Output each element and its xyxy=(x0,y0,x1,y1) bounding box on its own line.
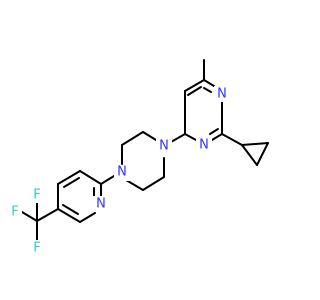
bond-pyr-c4-c3 xyxy=(57,170,81,185)
bond-pip-5 xyxy=(142,176,165,191)
bonds xyxy=(21,59,269,241)
fluorine-bottom-label: F xyxy=(33,241,40,256)
molecule-structure: N N N N N F F F xyxy=(8,59,269,256)
bond-pym-n1-c2-inner xyxy=(209,128,219,135)
bond-pym-n1-c2 xyxy=(211,133,223,141)
bond-pyr-c3-c2 xyxy=(79,170,102,185)
bond-c5-cf3 xyxy=(36,208,59,222)
bond-pym-n3-c4-inner xyxy=(203,87,212,93)
pyrimidine-n1-label: N xyxy=(199,138,209,153)
atom-labels: N N N N N F F F xyxy=(8,86,230,256)
bond-pym-c6-n1 xyxy=(184,133,197,141)
fluorine-left-label: F xyxy=(11,205,18,220)
bond-pyr-n1-c6 xyxy=(79,212,96,223)
bond-pym-n3-c4 xyxy=(203,79,215,87)
pyrimidine-n3-label: N xyxy=(217,87,227,102)
bond-pyr-c6-c5 xyxy=(57,208,81,223)
bond-piperazine-pyridine xyxy=(100,175,115,185)
fluorine-top-label: F xyxy=(33,188,40,203)
bond-cp-c xyxy=(256,142,269,166)
bond-c2-cyclopropyl xyxy=(221,133,243,146)
bond-pym-c4-c5-inner xyxy=(187,86,202,96)
bond-cf3-f-left xyxy=(21,211,38,222)
bond-pip-4 xyxy=(125,179,144,191)
bond-cp-b xyxy=(241,144,258,166)
piperazine-n4-label: N xyxy=(159,139,169,154)
bond-cp-a xyxy=(241,142,269,146)
bond-pip-2 xyxy=(121,131,144,146)
bond-pyr-c4-c3-inner xyxy=(63,177,80,188)
bond-pip-1 xyxy=(142,131,157,141)
bond-pyr-c6-c5-inner xyxy=(62,204,79,215)
bond-pym-c4-c5 xyxy=(184,79,205,92)
piperazine-n1-label: N xyxy=(117,165,127,180)
pyridine-n-label: N xyxy=(96,197,106,212)
